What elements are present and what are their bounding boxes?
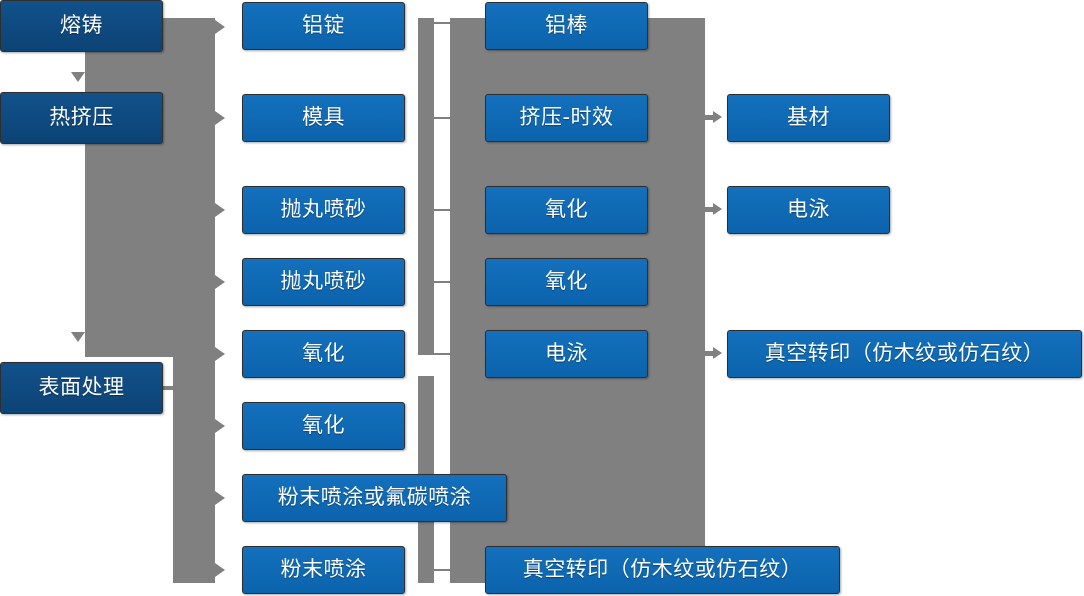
node-oxidation-2-label: 氧化 bbox=[302, 413, 345, 438]
stage-hot-extrude[interactable]: 热挤压 bbox=[0, 92, 163, 144]
node-oxidation-4-label: 氧化 bbox=[545, 269, 588, 294]
node-powder-or-pvdf[interactable]: 粉末喷涂或氟碳喷涂 bbox=[242, 471, 507, 525]
stage-melt-cast[interactable]: 熔铸 bbox=[0, 0, 163, 52]
node-powder-coating-label: 粉末喷涂 bbox=[280, 557, 367, 582]
tie-aluminum-bar bbox=[434, 22, 456, 24]
node-shot-blasting-2-label: 抛丸喷砂 bbox=[280, 269, 367, 294]
node-mold[interactable]: 模具 bbox=[242, 91, 405, 145]
arrow-line-electrophoresis-2 bbox=[705, 207, 715, 212]
arrow-to-oxidation-1 bbox=[215, 347, 225, 361]
node-oxidation-3-label: 氧化 bbox=[545, 197, 588, 222]
tie-oxidation-4 bbox=[434, 281, 456, 283]
arrow-to-aluminum-ingot bbox=[215, 20, 225, 34]
node-electrophoresis-label: 电泳 bbox=[545, 341, 588, 366]
arrow-to-powder-or-pvdf bbox=[215, 491, 225, 505]
arrow-to-oxidation-2 bbox=[215, 419, 225, 433]
tie-extrude-aging bbox=[434, 117, 456, 119]
arrow-to-shot-blasting-2 bbox=[215, 275, 225, 289]
node-vacuum-transfer-2-label: 真空转印（仿木纹或仿石纹） bbox=[764, 341, 1045, 366]
stage-surface-treatment[interactable]: 表面处理 bbox=[0, 362, 163, 414]
node-oxidation-1[interactable]: 氧化 bbox=[242, 327, 405, 381]
node-oxidation-1-label: 氧化 bbox=[302, 341, 345, 366]
node-oxidation-3[interactable]: 氧化 bbox=[485, 183, 648, 237]
node-oxidation-2[interactable]: 氧化 bbox=[242, 399, 405, 453]
node-substrate-label: 基材 bbox=[787, 105, 830, 130]
tie-vacuum-transfer-1 bbox=[434, 569, 456, 571]
node-extrude-aging-label: 挤压-时效 bbox=[519, 105, 614, 130]
tie-electrophoresis bbox=[434, 353, 456, 355]
connector-left-stub-surface bbox=[163, 386, 177, 390]
node-powder-or-pvdf-label: 粉末喷涂或氟碳喷涂 bbox=[277, 485, 472, 510]
stage-hot-extrude-label: 热挤压 bbox=[49, 105, 114, 130]
node-oxidation-4[interactable]: 氧化 bbox=[485, 255, 648, 309]
node-aluminum-bar[interactable]: 铝棒 bbox=[485, 0, 648, 53]
node-electrophoresis-2-label: 电泳 bbox=[787, 197, 830, 222]
node-shot-blasting-1-label: 抛丸喷砂 bbox=[280, 197, 367, 222]
node-electrophoresis-2[interactable]: 电泳 bbox=[727, 183, 890, 237]
connector-left-vertical-lower bbox=[173, 357, 215, 583]
arrow-to-electrophoresis-2 bbox=[713, 203, 722, 215]
arrow-to-vacuum-transfer-2 bbox=[713, 347, 722, 359]
node-powder-coating[interactable]: 粉末喷涂 bbox=[242, 543, 405, 596]
node-shot-blasting-1[interactable]: 抛丸喷砂 bbox=[242, 183, 405, 237]
node-vacuum-transfer-1-label: 真空转印（仿木纹或仿石纹） bbox=[522, 557, 803, 582]
node-aluminum-bar-label: 铝棒 bbox=[545, 13, 588, 38]
node-aluminum-ingot[interactable]: 铝锭 bbox=[242, 0, 405, 53]
node-vacuum-transfer-1[interactable]: 真空转印（仿木纹或仿石纹） bbox=[485, 543, 840, 596]
connector-mid-bar-upper bbox=[418, 18, 434, 355]
node-shot-blasting-2[interactable]: 抛丸喷砂 bbox=[242, 255, 405, 309]
stage-surface-treatment-label: 表面处理 bbox=[38, 375, 125, 400]
arrow-to-shot-blasting-1 bbox=[215, 203, 225, 217]
arrow-to-powder-coating bbox=[215, 563, 225, 577]
tie-oxidation-3 bbox=[434, 209, 456, 211]
arrow-down-melt-to-extrude bbox=[71, 72, 85, 82]
node-substrate[interactable]: 基材 bbox=[727, 91, 890, 145]
arrow-down-extrude-to-surface bbox=[71, 332, 85, 342]
arrow-to-mold bbox=[215, 111, 225, 125]
stage-melt-cast-label: 熔铸 bbox=[60, 13, 103, 38]
node-aluminum-ingot-label: 铝锭 bbox=[302, 13, 345, 38]
node-mold-label: 模具 bbox=[302, 105, 345, 130]
node-extrude-aging[interactable]: 挤压-时效 bbox=[485, 91, 648, 145]
arrow-to-substrate bbox=[713, 111, 722, 123]
connector-left-vertical-trunk bbox=[85, 18, 215, 357]
arrow-line-vacuum-transfer-2 bbox=[705, 351, 715, 356]
arrow-line-substrate bbox=[705, 115, 715, 120]
node-vacuum-transfer-2[interactable]: 真空转印（仿木纹或仿石纹） bbox=[727, 327, 1082, 381]
node-electrophoresis[interactable]: 电泳 bbox=[485, 327, 648, 381]
